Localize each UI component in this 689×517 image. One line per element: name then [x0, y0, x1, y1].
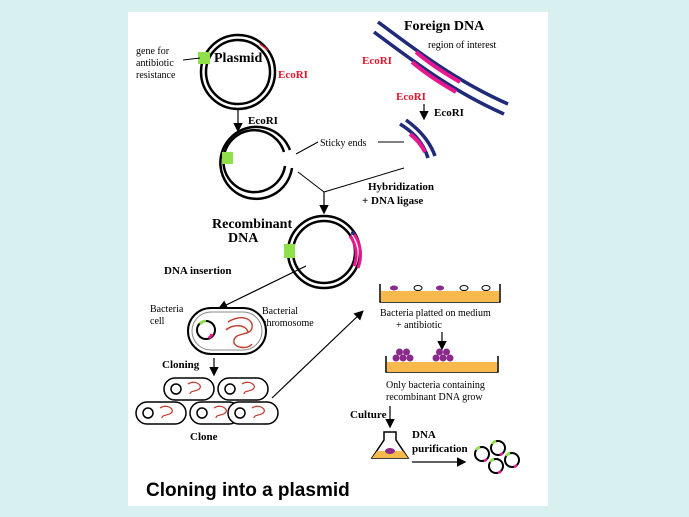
resistance-gene-segment — [198, 52, 210, 64]
recombinant-plasmid — [284, 214, 363, 290]
clone-cell — [227, 401, 279, 425]
cut-plasmid-resistance-segment — [222, 152, 233, 164]
purified-plasmids — [474, 439, 520, 475]
foreign-dna-label: Foreign DNA — [404, 19, 485, 34]
clone-label: Clone — [190, 431, 218, 443]
clone-cells — [135, 377, 279, 425]
hybridization-label: Hybridization — [368, 181, 434, 193]
clone-cell — [163, 377, 215, 401]
ecori-foreign-left-label: EcoRI — [362, 55, 392, 67]
recombinant-dna-label: DNA — [228, 231, 259, 246]
dna-purification-label-2: purification — [412, 443, 468, 455]
ecori-foreign-bottom-label: EcoRI — [396, 91, 426, 103]
clone-cell — [189, 401, 241, 425]
recombinant-resistance-segment — [284, 244, 295, 258]
gene-for-resistance-label-1: gene for — [136, 46, 170, 57]
gene-for-resistance-label-3: resistance — [136, 70, 176, 81]
ecori-arrow-right-label: EcoRI — [434, 107, 464, 119]
bacterial-chromosome-label-1: Bacterial — [262, 306, 298, 317]
recombinant-label: Recombinant — [212, 217, 292, 232]
region-of-interest-label: region of interest — [428, 40, 497, 51]
converge-line-right — [323, 167, 405, 193]
bacteria-cell — [187, 307, 267, 355]
clone-cell — [135, 401, 187, 425]
plate-selected — [385, 348, 499, 373]
bacterial-chromosome-label-2: chromosome — [262, 318, 314, 329]
colony — [459, 285, 469, 291]
bacteria-cell-label-2: cell — [150, 316, 165, 327]
cut-plasmid — [219, 125, 294, 201]
plasmid — [198, 33, 277, 111]
converge-line-left — [297, 171, 325, 193]
platted-label-2: + antibiotic — [396, 320, 442, 331]
clone-cell — [217, 377, 269, 401]
bacteria-cell-label-1: Bacteria — [150, 304, 184, 315]
dna-insertion-label: DNA insertion — [164, 265, 232, 277]
culture-flask-icon — [370, 431, 410, 459]
platted-label-1: Bacteria platted on medium — [380, 308, 491, 319]
ecori-plasmid-label: EcoRI — [278, 69, 308, 81]
colony — [481, 285, 491, 291]
only-bacteria-label-1: Only bacteria containing — [386, 380, 485, 391]
arrow-dna-insertion — [217, 265, 307, 310]
purified-plasmid — [504, 451, 520, 469]
colony-cluster — [432, 348, 454, 362]
purified-plasmid — [474, 445, 490, 463]
colony — [413, 285, 423, 291]
plate-antibiotic — [379, 284, 501, 303]
purified-plasmid — [488, 457, 504, 475]
culture-label: Culture — [350, 409, 387, 421]
foreign-dna — [372, 20, 509, 116]
ecori-arrow-left-label: EcoRI — [248, 115, 278, 127]
purified-plasmid — [490, 439, 506, 457]
cloning-diagram: gene for antibiotic resistance Plasmid E… — [135, 19, 520, 501]
only-bacteria-label-2: recombinant DNA grow — [386, 392, 483, 403]
sticky-ends-label: Sticky ends — [320, 138, 366, 149]
diagram-title: Cloning into a plasmid — [146, 480, 350, 501]
plasmid-label: Plasmid — [214, 51, 262, 66]
diagram-panel: gene for antibiotic resistance Plasmid E… — [128, 12, 548, 506]
arrow-to-plate — [271, 310, 364, 399]
cloning-label: Cloning — [162, 359, 200, 371]
dna-ligase-label: + DNA ligase — [362, 195, 423, 207]
colony-cluster — [392, 348, 414, 362]
gene-for-resistance-label-2: antibiotic — [136, 58, 174, 69]
dna-purification-label-1: DNA — [412, 429, 436, 441]
colony — [390, 285, 398, 291]
colony — [436, 285, 444, 291]
dna-fragment — [399, 118, 437, 159]
